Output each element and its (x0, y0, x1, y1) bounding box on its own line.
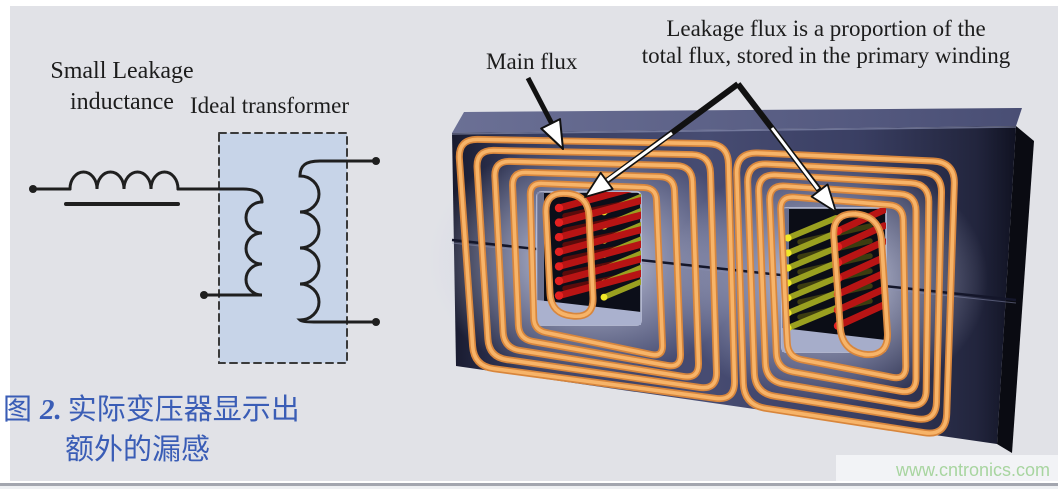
page-divider-shadow (0, 486, 1058, 489)
ideal-transformer-box (218, 132, 348, 364)
terminal-dot (29, 185, 37, 193)
caption-figure-number: 2. (40, 394, 62, 426)
leakage-arrow-left (584, 81, 740, 198)
primary-winding-symbol (204, 200, 264, 297)
leakage-flux-loop-left (542, 189, 597, 320)
terminal-dot (372, 157, 380, 165)
ideal-transformer-label: Ideal transformer (190, 93, 350, 118)
core-side-face (997, 126, 1034, 453)
main-flux-label: Main flux (486, 49, 578, 74)
main-flux-loops-left (455, 135, 738, 403)
terminal-dot (200, 291, 208, 299)
watermark-text: www.cntronics.com (895, 459, 1050, 480)
wire-to-primary (176, 187, 264, 204)
main-flux-loops-right (733, 149, 958, 437)
small-leakage-inductance-label: Small Leakage inductance (50, 58, 194, 115)
caption-text-line1: 实际变压器显示出 (67, 394, 300, 426)
secondary-winding-symbol (296, 159, 378, 324)
leakage-flux-loop-right (830, 210, 891, 359)
windings-left-window (554, 192, 641, 301)
leakage-note-line1: Leakage flux is a proportion of the (666, 16, 986, 41)
watermark-box: www.cntronics.com (836, 455, 1058, 485)
leakage-note-line2: total flux, stored in the primary windin… (641, 43, 1011, 68)
main-flux-arrow (525, 76, 564, 150)
page-divider-line (0, 483, 1058, 486)
caption-figure-label: 图 (3, 394, 33, 426)
leakage-flux-note: Leakage flux is a proportion of the tota… (625, 15, 1027, 69)
annotation-arrows (525, 76, 837, 213)
leakage-inductor-symbol (68, 170, 180, 191)
window-floor-right (782, 328, 886, 352)
core-top-face (452, 108, 1022, 133)
transformer-core-3d (428, 108, 1034, 453)
caption-text-line2: 额外的漏感 (65, 434, 211, 466)
circuit-schematic (29, 132, 380, 364)
leakage-arrow-right (735, 82, 837, 213)
terminal-dot (372, 318, 380, 326)
